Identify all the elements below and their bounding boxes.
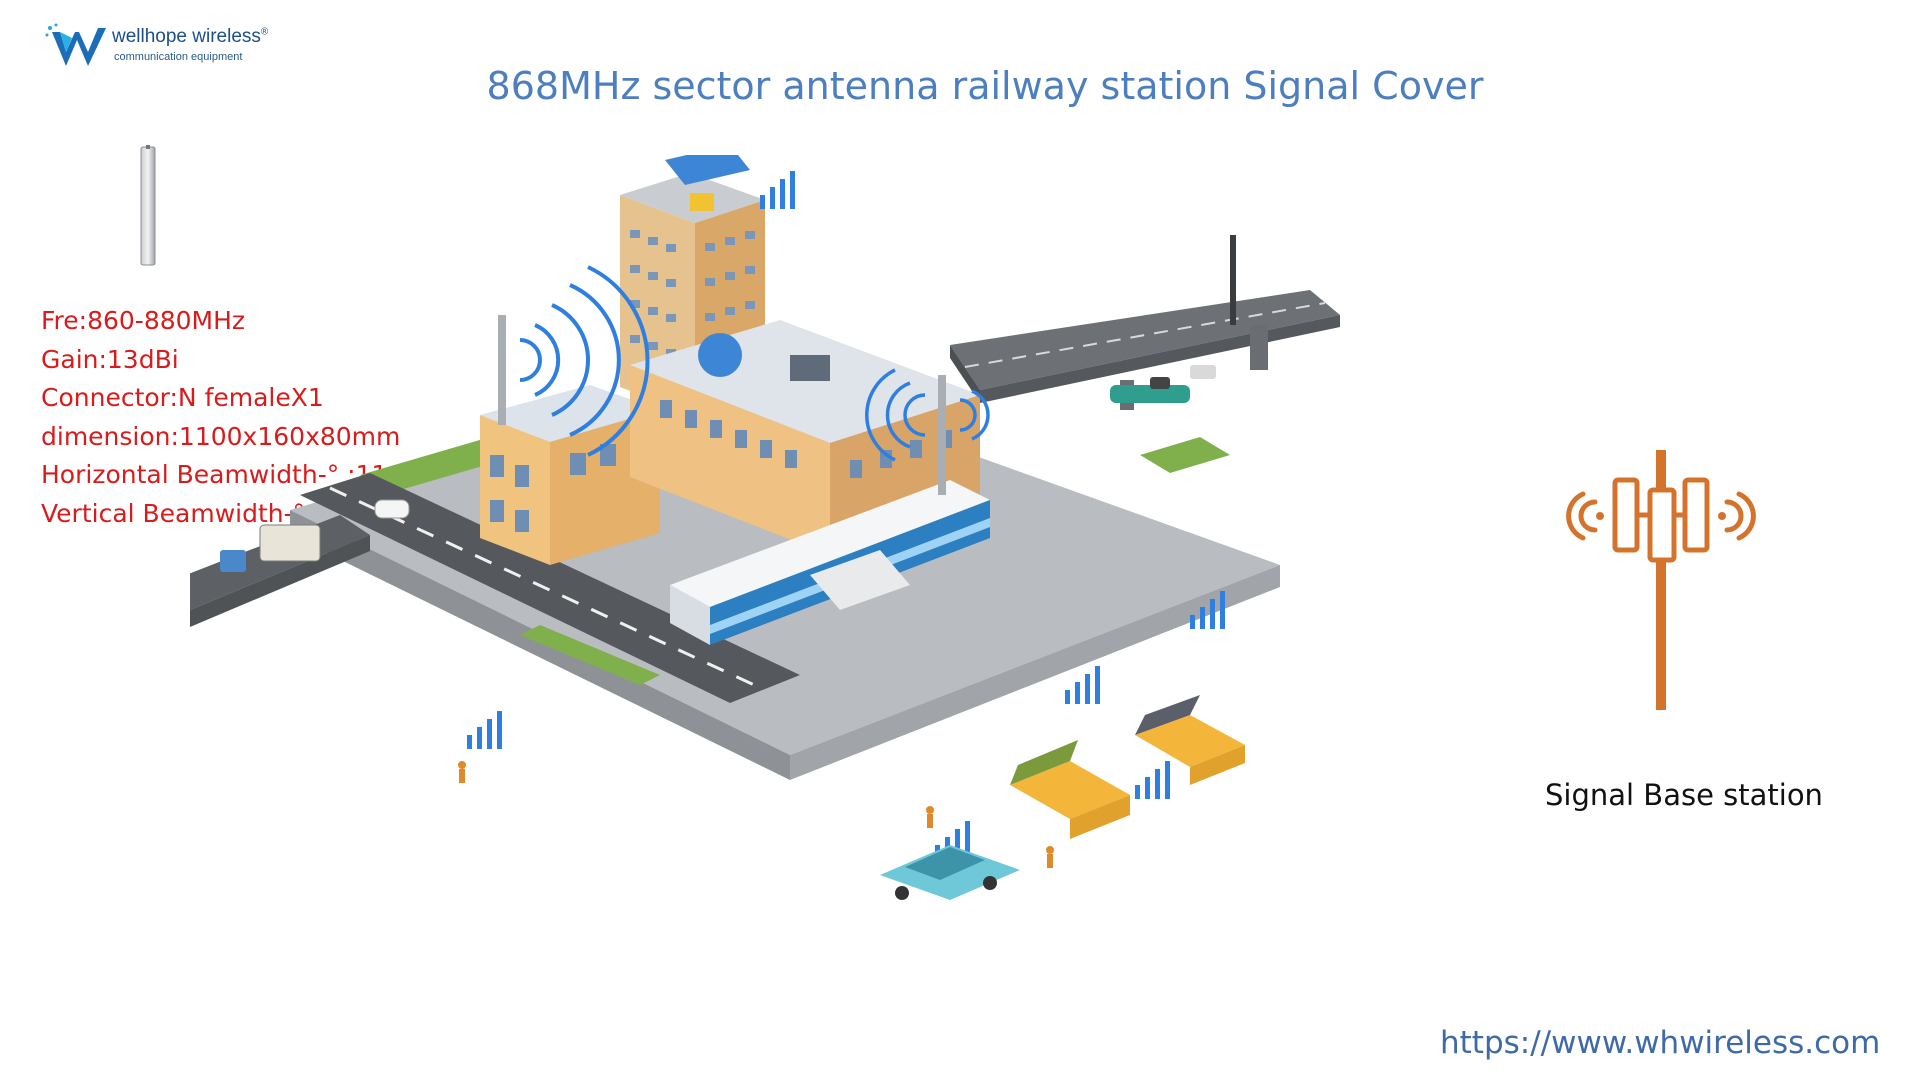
signal-bars-icon — [1135, 761, 1170, 799]
brand-logo: wellhope wireless® communication equipme… — [44, 22, 334, 74]
website-url[interactable]: https://www.whwireless.com — [1440, 1025, 1881, 1061]
spec-frequency: Fre:860-880MHz — [41, 306, 246, 335]
spec-gain: Gain:13dBi — [41, 344, 179, 374]
bus-blue — [1135, 695, 1245, 785]
sector-antenna-tower-right — [865, 368, 990, 495]
signal-bars-icon — [1190, 591, 1225, 629]
left-overpass — [190, 515, 370, 627]
road-car — [374, 499, 410, 519]
sector-antenna-tower-left — [498, 265, 650, 457]
car-cyan — [880, 845, 1020, 900]
train — [670, 480, 990, 645]
elevated-highway — [950, 235, 1340, 410]
page-title: 868MHz sector antenna railway station Si… — [486, 64, 1484, 108]
main-road — [300, 473, 800, 703]
spec-dimension: dimension:1100x160x80mm — [41, 421, 401, 451]
signal-bars-icon — [467, 711, 502, 749]
radio-wave-icon — [1578, 499, 1598, 533]
base-station-label: Signal Base station — [1545, 778, 1823, 812]
highway-car — [1190, 365, 1216, 379]
railway-station-illustration — [190, 155, 1340, 900]
signal-bars-icon — [1065, 666, 1100, 704]
road-truck — [259, 524, 321, 562]
people — [458, 761, 1054, 868]
spec-connector: Connector:N femaleX1 — [41, 383, 324, 412]
logo-brand-name: wellhope wireless® — [112, 26, 269, 47]
bus-green — [1010, 740, 1130, 839]
highway-car — [1150, 377, 1170, 389]
logo-w-icon — [45, 23, 106, 66]
roof-canopy — [698, 333, 742, 377]
base-station-icon — [1566, 450, 1756, 710]
road-truck-cab — [220, 550, 246, 572]
signal-bars-icon — [760, 171, 795, 209]
sector-antenna-icon — [140, 145, 156, 266]
logo-tagline: communication equipment — [114, 51, 243, 63]
highway-tram — [1110, 385, 1190, 403]
station-stairs — [810, 550, 910, 610]
